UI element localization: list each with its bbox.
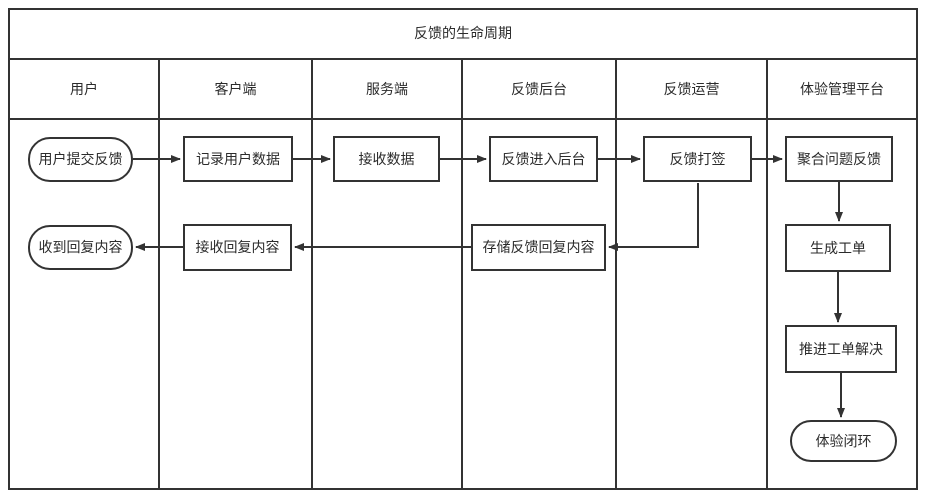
node-store-feedback-reply: 存储反馈回复内容: [471, 224, 606, 271]
lane-divider-4: [615, 58, 617, 490]
header-separator-line: [8, 118, 918, 120]
node-aggregate-issue-feedback: 聚合问题反馈: [785, 136, 893, 182]
node-receive-data: 接收数据: [333, 136, 440, 182]
lane-divider-2: [311, 58, 313, 490]
lane-header-client: 客户端: [214, 81, 257, 97]
node-feedback-enter-backend: 反馈进入后台: [489, 136, 598, 182]
node-experience-closed-loop: 体验闭环: [790, 420, 897, 462]
node-feedback-tagging: 反馈打签: [643, 136, 752, 182]
title-separator-line: [8, 58, 918, 60]
node-receive-reply-content: 接收回复内容: [183, 224, 292, 271]
node-record-user-data: 记录用户数据: [183, 136, 293, 182]
lane-header-user: 用户: [70, 81, 98, 97]
lane-header-experience-platform: 体验管理平台: [800, 81, 884, 97]
lane-divider-3: [461, 58, 463, 490]
lane-divider-1: [158, 58, 160, 490]
diagram-title: 反馈的生命周期: [414, 25, 512, 41]
lane-header-server: 服务端: [366, 81, 408, 97]
node-push-ticket-resolution: 推进工单解决: [785, 325, 897, 373]
lane-header-feedback-ops: 反馈运营: [663, 81, 720, 97]
lane-header-feedback-backend: 反馈后台: [511, 81, 567, 97]
node-create-ticket: 生成工单: [785, 224, 891, 272]
node-user-submit-feedback: 用户提交反馈: [28, 137, 133, 182]
lane-divider-5: [766, 58, 768, 490]
node-received-reply-content: 收到回复内容: [28, 225, 133, 270]
